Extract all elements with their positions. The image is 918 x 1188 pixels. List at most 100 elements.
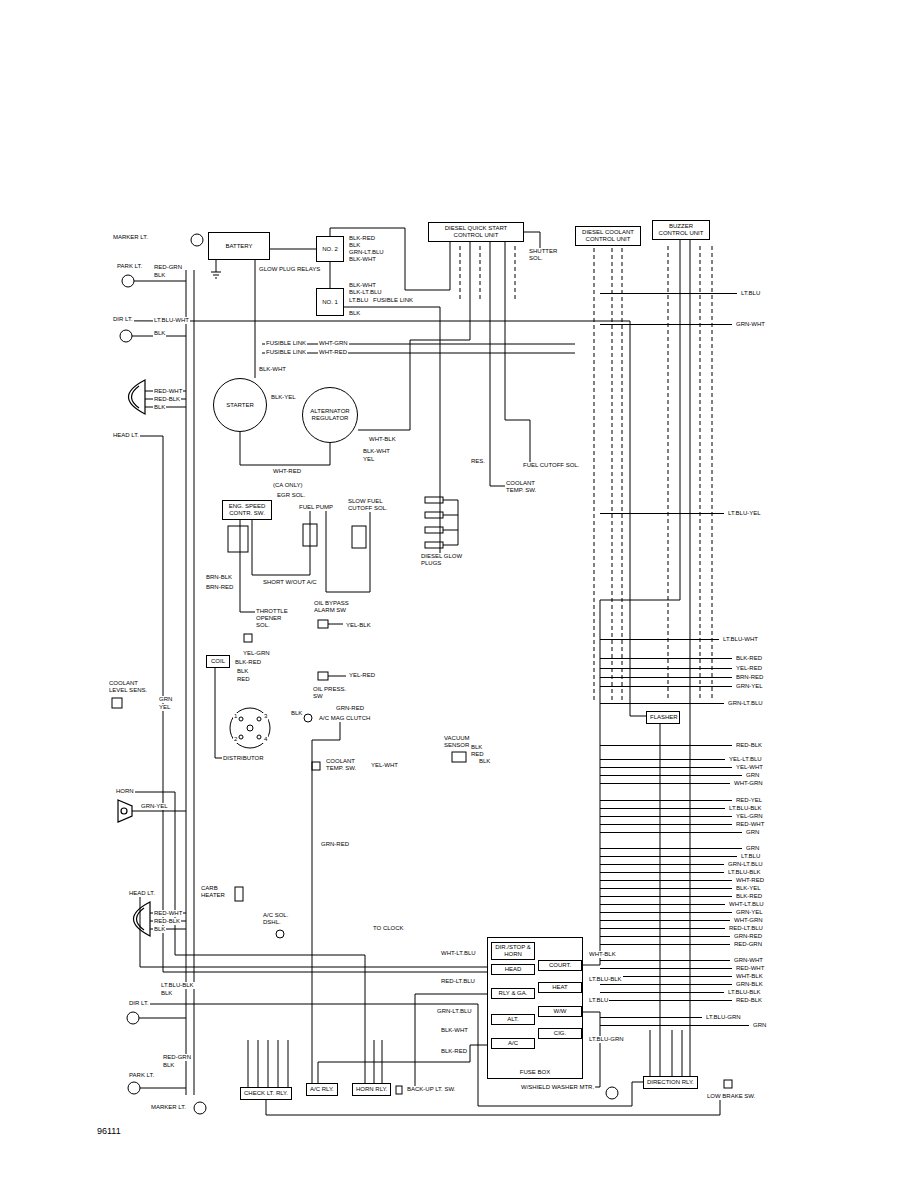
component-name: STARTER	[226, 402, 253, 409]
component-name: DIR./STOP & HORN	[494, 944, 532, 958]
wire-color-label: GRN-YEL	[735, 909, 764, 916]
connector-symbol	[724, 1080, 732, 1088]
wire-color-label: RED-BLK	[735, 997, 763, 1004]
lead-in-wire	[600, 293, 737, 294]
lead-in-wire	[600, 856, 737, 857]
wire-color-label: BLK-YEL	[270, 394, 297, 401]
component-box: HORN RLY.	[352, 1083, 391, 1096]
fuse: CIG.	[538, 1028, 582, 1039]
wire-color-label: GRN-LT.BLU	[348, 249, 385, 256]
component-name: W/SHIELD WASHER MTR.	[521, 1084, 594, 1091]
wire-color-label: LT.BLU-BLK	[727, 989, 762, 996]
component-name: FLASHER	[650, 714, 676, 721]
wire-color-label: BLK	[153, 272, 166, 279]
wire-color-label: LT.BLU	[740, 853, 761, 860]
headlight-symbol	[134, 902, 151, 936]
component-name: DIR LT.	[129, 1000, 149, 1007]
lead-in-wire	[600, 888, 732, 889]
component-circle: STARTER	[213, 378, 267, 432]
fuse: ALT.	[491, 1014, 535, 1025]
wire-connector	[266, 1100, 720, 1115]
diesel-wire	[594, 248, 622, 700]
lead-in-wire	[600, 668, 732, 669]
connector-symbol	[228, 526, 248, 552]
wire-color-label: WHT-LT.BLU	[440, 950, 477, 957]
component-name: DIESEL GLOW PLUGS	[421, 553, 465, 567]
component-name: BATTERY	[212, 243, 266, 250]
wire-connector	[240, 520, 255, 612]
fuse: HEAT	[538, 982, 582, 993]
component-name: OIL PRESS. SW	[313, 686, 353, 700]
wire-color-label: YEL	[158, 704, 171, 711]
component-name: A/C RLY.	[310, 1086, 334, 1093]
component-name: NO. 1	[320, 299, 340, 306]
component-box: FLASHER	[646, 711, 680, 724]
lead-in-wire	[600, 904, 725, 905]
connector-symbol	[112, 698, 122, 708]
wire-color-label: RED-GRN	[153, 264, 183, 271]
lead-in-wire	[600, 775, 742, 776]
wire-color-label: YEL-WHT	[370, 762, 399, 769]
wire-connector	[582, 240, 680, 965]
wire-color-label: YEL-GRN	[735, 813, 764, 820]
wire-color-label: RED-WHT	[735, 821, 765, 828]
harness-wire	[186, 270, 194, 1095]
wire-connector	[690, 240, 691, 1076]
wire-color-label: YEL-BLK	[345, 622, 372, 629]
fuse-box: FUSE BOXDIR./STOP & HORNHEADRLY & GA.ALT…	[487, 937, 583, 1079]
lamp-symbol	[191, 234, 203, 246]
group-label: GLOW PLUG RELAYS	[258, 266, 321, 273]
component-label: DIR LT.	[128, 1000, 150, 1007]
wire-color-label: BLK	[153, 404, 166, 411]
distributor-symbol	[239, 735, 243, 739]
connector-symbol	[452, 752, 466, 762]
component-name: RLY & GA.	[494, 990, 532, 997]
wire-color-label: WHT-GRN	[733, 917, 764, 924]
connector-symbol	[304, 714, 312, 722]
wire-color-label: BLK	[290, 710, 303, 717]
wire-connector	[582, 1012, 600, 1087]
wire-color-label: RED-LT.BLU	[440, 978, 476, 985]
lead-in-wire	[600, 864, 724, 865]
wire-color-label: BLK	[153, 926, 166, 933]
distributor-symbol	[247, 725, 253, 731]
distributor-symbol	[257, 735, 261, 739]
terminal-number: 2	[233, 736, 238, 743]
component-label: A/C SOL. DSHL.	[262, 912, 298, 926]
wire-connector	[358, 242, 470, 430]
component-name: ALT.	[494, 1016, 532, 1023]
lead-in-wire	[600, 896, 732, 897]
fuse: HEAD	[491, 964, 535, 975]
component-name: ENG. SPEED CONTR. SW.	[226, 503, 268, 517]
component-name: COOLANT TEMP. SW.	[326, 758, 366, 772]
wire-color-label: GRN-LT.BLU	[727, 861, 764, 868]
component-name: MARKER LT.	[113, 234, 148, 241]
fuse: DIR./STOP & HORN	[491, 942, 535, 960]
component-name: LOW BRAKE SW.	[707, 1093, 755, 1100]
headlight-symbol	[129, 380, 146, 414]
component-name: HEAD LT.	[113, 432, 139, 439]
lead-in-wire	[600, 808, 725, 809]
lead-in-wire	[600, 816, 732, 817]
wire-connector	[524, 232, 540, 248]
wire-color-label: BRN-RED	[205, 584, 234, 591]
figure-number: 96111	[96, 1126, 122, 1136]
wire-color-label: LT.BLU-GRN	[705, 1014, 742, 1021]
lead-in-wire	[600, 984, 732, 985]
component-box: BUZZER CONTROL UNIT	[652, 220, 710, 240]
component-circle: ALTERNATOR REGULATOR	[302, 387, 358, 443]
wire-color-label: BLK-WHT	[362, 448, 391, 455]
lead-in-wire	[600, 872, 724, 873]
component-label: HEAD LT.	[112, 432, 140, 439]
lamp-symbol	[127, 1012, 139, 1024]
wire-color-label: GRN-WHT	[735, 321, 766, 328]
wire-color-label: BLK-RED	[440, 1048, 468, 1055]
lamp-symbol	[122, 275, 134, 287]
lead-in-wire	[600, 1025, 749, 1026]
wire-connector	[255, 260, 256, 378]
glow-plug-symbol	[443, 500, 458, 545]
component-label: OIL BYPASS ALARM SW	[313, 600, 359, 614]
wire-color-label: BLK-WHT	[348, 256, 377, 263]
fuse: A/C	[491, 1038, 535, 1049]
